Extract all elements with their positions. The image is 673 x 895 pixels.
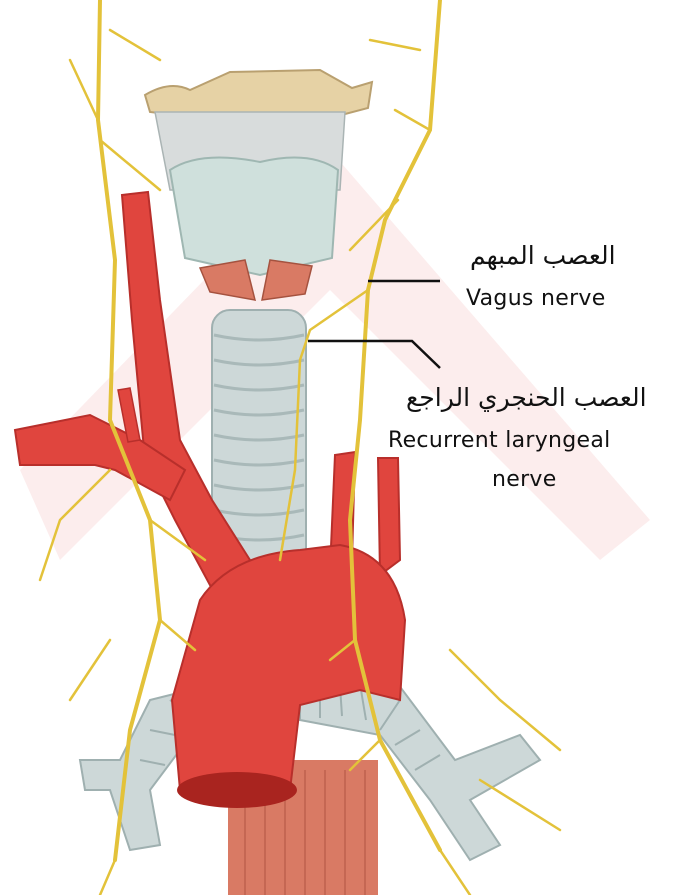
thyroid-cartilage (170, 158, 338, 276)
left-subclavian-artery (378, 458, 400, 575)
descending-aorta-opening (177, 772, 297, 808)
recurrent-label-arabic: العصب الحنجري الراجع (406, 383, 647, 412)
vagus-label-arabic: العصب المبهم (470, 241, 616, 270)
recurrent-label-english-line2: nerve (492, 467, 557, 492)
recurrent-label-english-line1: Recurrent laryngeal (388, 428, 611, 453)
hyoid-bone (145, 70, 372, 118)
cricothyroid-muscle (262, 260, 312, 300)
vagus-label-english: Vagus nerve (466, 286, 606, 311)
